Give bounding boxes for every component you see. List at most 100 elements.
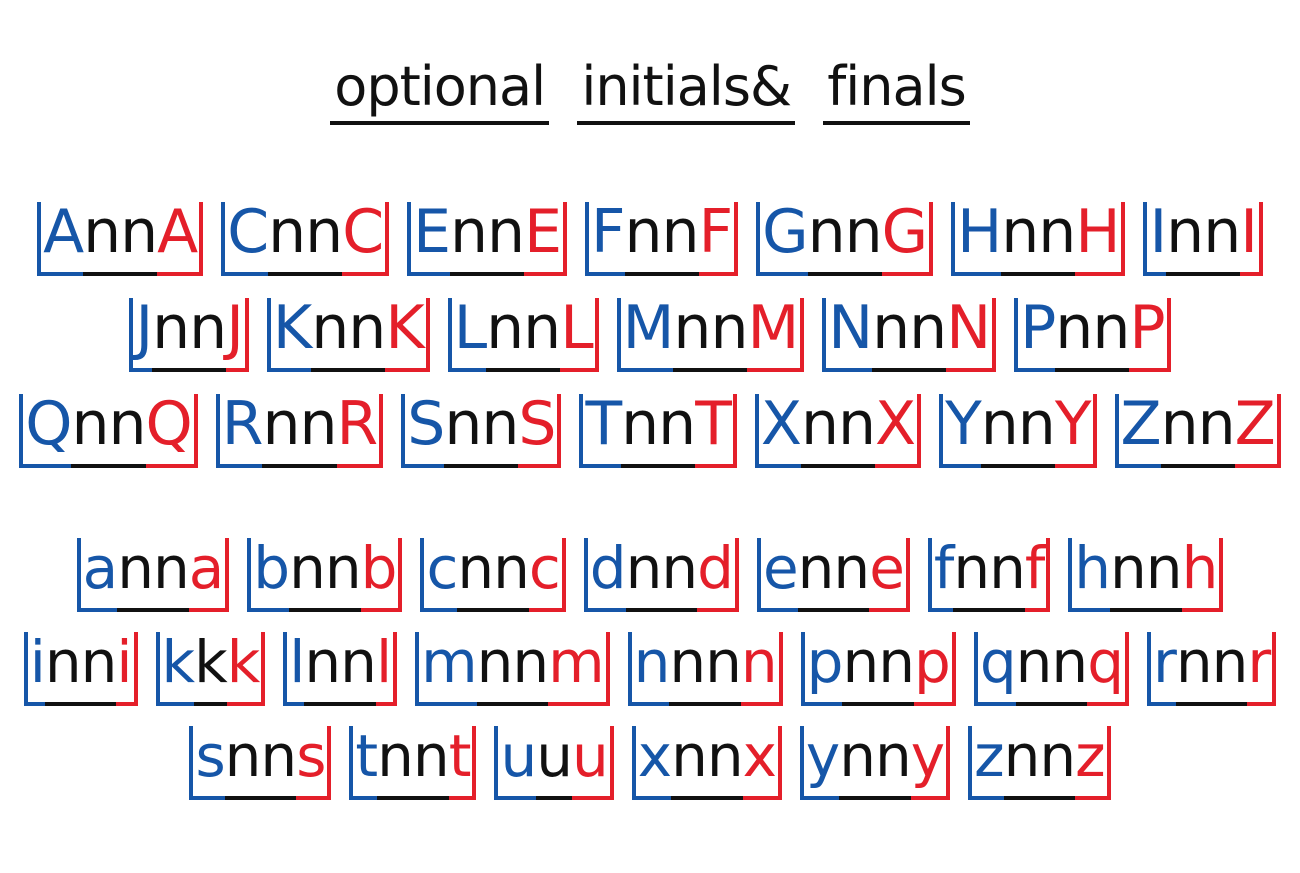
initial-glyph: n [627, 632, 670, 706]
title-word-optional: optional [330, 59, 550, 125]
specimen-word: znnz [968, 716, 1111, 800]
medial-glyphs: nn [673, 298, 748, 372]
specimen-word: SnnS [401, 384, 562, 468]
final-glyph: Z [1234, 394, 1281, 468]
specimen-word: enne [756, 528, 910, 612]
specimen-word: JnnJ [129, 288, 249, 372]
specimen-word: YnnY [939, 384, 1097, 468]
medial-glyphs: nn [797, 538, 870, 612]
medial-glyphs: nn [980, 394, 1056, 468]
specimen-word: TnnT [579, 384, 737, 468]
specimen-word: tnnt [349, 716, 477, 800]
specimen-word: mnnm [415, 622, 610, 706]
initial-glyph: z [968, 726, 1005, 800]
final-glyph: s [296, 726, 332, 800]
initial-glyph: F [585, 202, 626, 276]
final-glyph: L [560, 298, 599, 372]
medial-glyphs: nn [1160, 394, 1236, 468]
medial-glyphs: nn [44, 632, 117, 706]
initial-glyph: E [407, 202, 451, 276]
medial-glyphs: nn [669, 632, 742, 706]
initial-glyph: Z [1114, 394, 1162, 468]
medial-glyphs: nn [377, 726, 450, 800]
specimen-word: LnnL [447, 288, 599, 372]
medial-glyphs: nn [1166, 202, 1241, 276]
medial-glyphs: nn [152, 298, 227, 372]
final-glyph: M [747, 298, 805, 372]
initial-glyph: P [1014, 298, 1056, 372]
specimen-word: InnI [1143, 192, 1263, 276]
title-word-initials: initials& [577, 59, 796, 125]
initial-glyph: s [189, 726, 226, 800]
initial-glyph: S [401, 394, 445, 468]
final-glyph: h [1181, 538, 1224, 612]
medial-glyphs: nn [311, 298, 386, 372]
specimen-word: hnnh [1068, 528, 1224, 612]
medial-glyphs: nn [1001, 202, 1076, 276]
final-glyph: J [226, 298, 249, 372]
initial-glyph: M [616, 298, 674, 372]
initial-glyph: h [1068, 538, 1111, 612]
title-word-finals: finals [823, 59, 970, 125]
medial-glyphs: nn [457, 538, 530, 612]
specimen-word: ZnnZ [1114, 384, 1281, 468]
initial-glyph: t [349, 726, 378, 800]
initial-glyph: N [822, 298, 873, 372]
specimen-word: NnnN [822, 288, 997, 372]
specimen-word: FnnF [585, 192, 739, 276]
final-glyph: r [1247, 632, 1277, 706]
specimen-word: bnnb [247, 528, 403, 612]
final-glyph: l [375, 632, 398, 706]
initial-glyph: i [23, 632, 46, 706]
page-title: optional initials& finals [0, 52, 1300, 125]
medial-glyphs: nn [1175, 632, 1248, 706]
initial-glyph: x [631, 726, 672, 800]
medial-glyphs: nn [800, 394, 876, 468]
specimen-word: qnnq [973, 622, 1130, 706]
specimen-word: HnnH [951, 192, 1126, 276]
final-glyph: Q [145, 394, 198, 468]
medial-glyphs: nn [1003, 726, 1076, 800]
initial-glyph: H [951, 202, 1002, 276]
initial-glyph: r [1147, 632, 1177, 706]
initial-glyph: f [927, 538, 954, 612]
final-glyph: c [528, 538, 566, 612]
specimen-word: lnnl [283, 622, 398, 706]
medial-glyphs: nn [1015, 632, 1088, 706]
specimen-word: kkk [155, 622, 266, 706]
specimen-word: fnnf [927, 528, 1051, 612]
medial-glyphs: nn [289, 538, 362, 612]
final-glyph: X [875, 394, 922, 468]
medial-glyphs: nn [224, 726, 297, 800]
initial-glyph: I [1143, 202, 1167, 276]
initial-glyph: k [155, 632, 195, 706]
final-glyph: C [342, 202, 390, 276]
initial-glyph: C [221, 202, 269, 276]
final-glyph: q [1087, 632, 1130, 706]
final-glyph: G [881, 202, 934, 276]
specimen-word: uuu [494, 716, 614, 800]
initial-glyph: Q [19, 394, 72, 468]
specimen-word: ynny [799, 716, 951, 800]
medial-glyphs: nn [1055, 298, 1130, 372]
medial-glyphs: nn [839, 726, 912, 800]
medial-glyphs: nn [624, 202, 700, 276]
specimen-word: RnnR [215, 384, 384, 468]
initial-glyph: q [973, 632, 1017, 706]
initial-glyph: K [266, 298, 312, 372]
initial-glyph: p [800, 632, 843, 706]
specimen-word: cnnc [420, 528, 566, 612]
medial-glyphs: nn [268, 202, 343, 276]
final-glyph: f [1024, 538, 1051, 612]
medial-glyphs: nn [486, 298, 561, 372]
specimen-word: PnnP [1014, 288, 1171, 372]
final-glyph: i [116, 632, 138, 706]
final-glyph: y [910, 726, 951, 800]
initial-glyph: R [215, 394, 263, 468]
initial-glyph: G [756, 202, 809, 276]
final-glyph: u [571, 726, 614, 800]
